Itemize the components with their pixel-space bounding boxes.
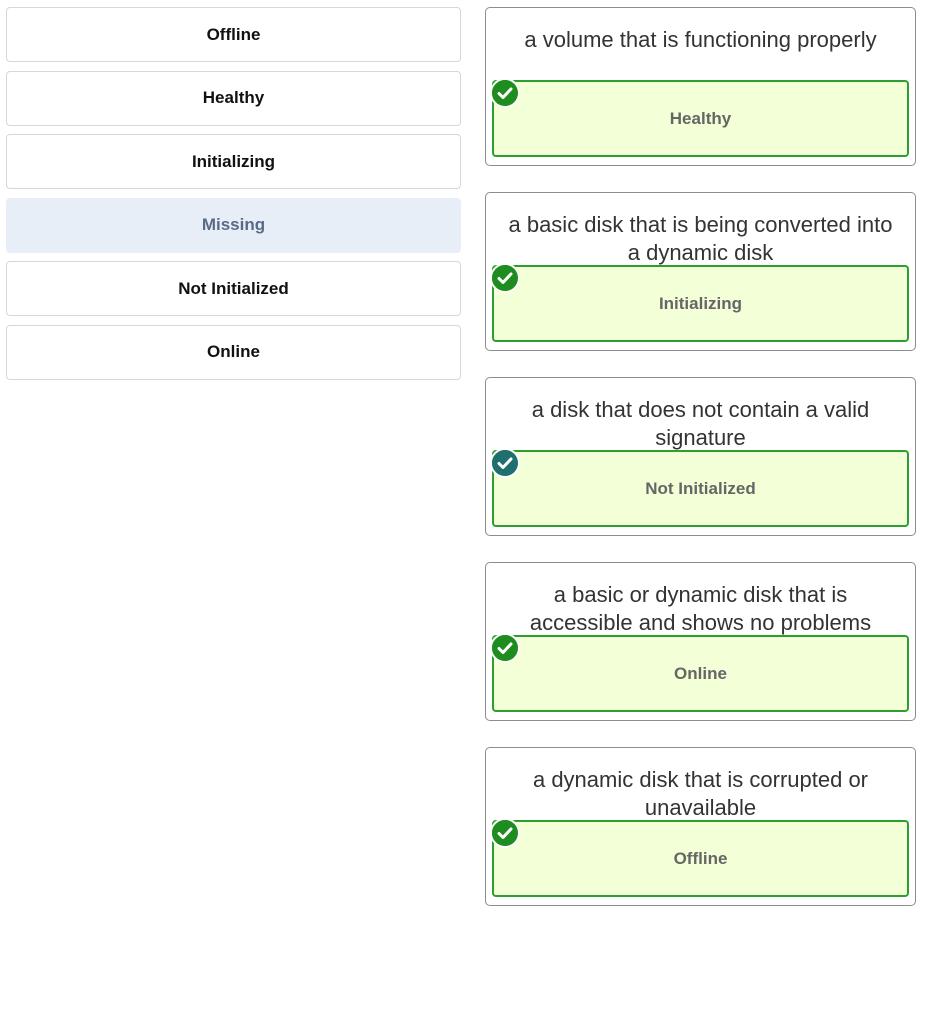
option-not-initialized[interactable]: Not Initialized bbox=[6, 261, 461, 316]
target-prompt: a disk that does not contain a valid sig… bbox=[531, 397, 870, 450]
target-prompt: a volume that is functioning properly bbox=[524, 27, 877, 52]
match-target: a volume that is functioning properly He… bbox=[485, 7, 916, 166]
dropped-answer[interactable]: Not Initialized bbox=[645, 478, 756, 498]
drop-zone[interactable]: Initializing bbox=[490, 263, 909, 342]
match-targets-list: a volume that is functioning properly He… bbox=[485, 7, 916, 932]
target-prompt: a dynamic disk that is corrupted or unav… bbox=[532, 767, 869, 820]
check-circle-icon bbox=[490, 78, 520, 108]
check-circle-icon bbox=[490, 633, 520, 663]
check-circle-icon bbox=[490, 448, 520, 478]
drop-zone[interactable]: Offline bbox=[490, 818, 909, 897]
target-prompt: a basic disk that is being converted int… bbox=[508, 212, 893, 265]
option-offline[interactable]: Offline bbox=[6, 7, 461, 62]
drop-zone[interactable]: Healthy bbox=[490, 78, 909, 157]
option-healthy[interactable]: Healthy bbox=[6, 70, 461, 126]
check-circle-icon bbox=[490, 818, 520, 848]
drop-zone[interactable]: Not Initialized bbox=[490, 448, 909, 527]
dropped-answer[interactable]: Offline bbox=[673, 848, 728, 868]
match-target: a basic or dynamic disk that is accessib… bbox=[485, 562, 916, 721]
answer-options-list: Offline Healthy Initializing Missing Not… bbox=[6, 7, 461, 388]
option-initializing[interactable]: Initializing bbox=[6, 134, 461, 189]
dropped-answer[interactable]: Online bbox=[674, 663, 727, 683]
check-circle-icon bbox=[490, 263, 520, 293]
drop-zone[interactable]: Online bbox=[490, 633, 909, 712]
option-missing[interactable]: Missing bbox=[6, 197, 461, 253]
dropped-answer[interactable]: Initializing bbox=[658, 293, 743, 313]
match-target: a disk that does not contain a valid sig… bbox=[485, 377, 916, 536]
option-online[interactable]: Online bbox=[6, 324, 461, 380]
match-target: a basic disk that is being converted int… bbox=[485, 192, 916, 351]
target-prompt: a basic or dynamic disk that is accessib… bbox=[529, 582, 872, 635]
dropped-answer[interactable]: Healthy bbox=[669, 108, 732, 128]
match-target: a dynamic disk that is corrupted or unav… bbox=[485, 747, 916, 906]
